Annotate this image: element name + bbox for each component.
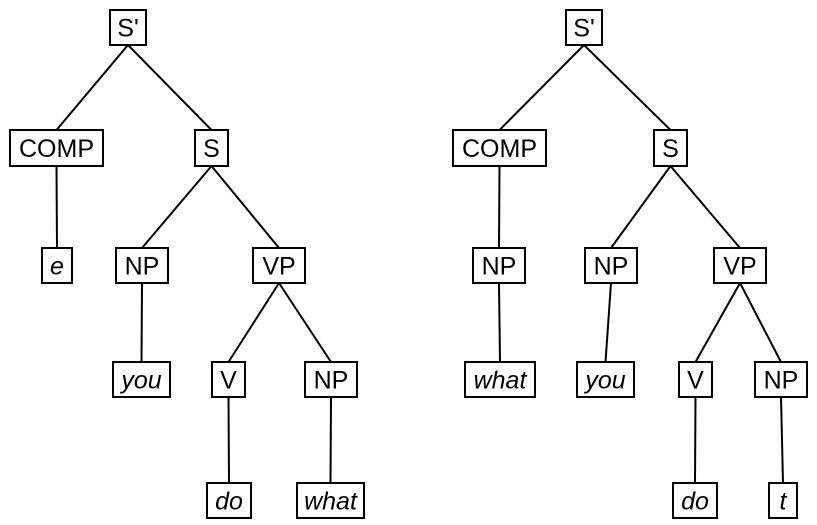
node-box-L-Sbar — [108, 8, 148, 47]
tree-node-L-NP1[interactable]: NP — [114, 246, 170, 285]
tree-edge-L-V-to-L-do — [227, 396, 230, 484]
node-box-L-S — [193, 128, 230, 168]
tree-node-R-what[interactable]: what — [463, 360, 537, 399]
tree-edge-R-VP-to-R-NP2 — [739, 282, 782, 363]
tree-node-L-you[interactable]: you — [111, 360, 172, 399]
node-label-R-Sbar: S' — [573, 15, 594, 43]
node-box-R-Sbar — [564, 8, 604, 47]
node-label-R-NP1: NP — [594, 253, 629, 281]
node-box-R-NP1 — [583, 246, 639, 285]
node-label-R-VP: VP — [723, 253, 756, 281]
node-label-R-S: S — [662, 135, 679, 163]
tree-edge-L-Sbar-to-L-COMP — [55, 44, 129, 131]
node-box-R-S — [652, 128, 689, 168]
tree-edge-R-S-to-R-VP — [669, 165, 741, 249]
tree-edge-R-Sbar-to-R-S — [583, 44, 672, 131]
node-label-L-you: you — [119, 367, 161, 395]
tree-edge-L-VP-to-L-V — [227, 282, 280, 363]
node-box-R-what — [463, 360, 537, 399]
node-label-L-NP2: NP — [314, 367, 349, 395]
tree-edge-L-COMP-to-L-e — [55, 165, 58, 249]
node-label-L-V: V — [220, 367, 237, 395]
node-label-L-S: S — [203, 135, 220, 163]
tree-node-R-NP2[interactable]: NP — [753, 360, 809, 399]
surface-structure-tree-edges — [498, 44, 784, 484]
tree-edge-R-NP1-to-R-you — [604, 282, 612, 363]
tree-edge-L-S-to-L-NP1 — [141, 165, 213, 249]
node-label-L-VP: VP — [262, 253, 295, 281]
node-label-R-what: what — [474, 367, 528, 395]
node-label-L-NP1: NP — [125, 253, 160, 281]
tree-node-L-S[interactable]: S — [193, 128, 230, 168]
tree-node-L-e[interactable]: e — [40, 246, 74, 285]
surface-structure-tree-nodes: S' COMP S NP NP VP what you V NP do t — [451, 8, 809, 520]
tree-edge-L-NP1-to-L-you — [140, 282, 143, 363]
node-box-L-V — [210, 360, 247, 399]
node-box-R-NP2 — [753, 360, 809, 399]
tree-node-L-VP[interactable]: VP — [251, 246, 307, 285]
tree-edge-L-S-to-L-VP — [210, 165, 280, 249]
node-box-R-you — [575, 360, 636, 399]
node-box-L-e — [40, 246, 74, 285]
tree-node-R-V[interactable]: V — [677, 360, 714, 399]
node-box-R-NP0 — [471, 246, 527, 285]
tree-edge-R-V-to-R-do — [694, 396, 697, 484]
tree-edge-R-Sbar-to-R-COMP — [498, 44, 585, 131]
tree-edge-R-VP-to-R-V — [694, 282, 741, 363]
node-label-R-you: you — [583, 367, 625, 395]
node-box-L-COMP — [8, 128, 105, 168]
node-label-R-NP2: NP — [764, 367, 799, 395]
tree-node-R-VP[interactable]: VP — [712, 246, 768, 285]
tree-node-L-COMP[interactable]: COMP — [8, 128, 105, 168]
node-box-L-you — [111, 360, 172, 399]
node-label-L-do: do — [215, 488, 243, 516]
tree-node-L-Sbar[interactable]: S' — [108, 8, 148, 47]
node-box-R-COMP — [451, 128, 548, 168]
node-box-L-VP — [251, 246, 307, 285]
tree-node-L-V[interactable]: V — [210, 360, 247, 399]
tree-edge-L-VP-to-L-NP2 — [278, 282, 332, 363]
node-label-L-Sbar: S' — [117, 15, 138, 43]
deep-structure-tree-edges — [55, 44, 332, 484]
tree-node-R-S[interactable]: S — [652, 128, 689, 168]
node-label-R-NP0: NP — [482, 253, 517, 281]
tree-node-R-Sbar[interactable]: S' — [564, 8, 604, 47]
node-box-R-t — [767, 481, 799, 520]
tree-edge-L-NP2-to-L-what — [329, 396, 332, 484]
node-label-R-V: V — [687, 367, 704, 395]
tree-node-R-t[interactable]: t — [767, 481, 799, 520]
tree-node-L-what[interactable]: what — [295, 481, 366, 520]
node-box-L-do — [205, 481, 253, 520]
node-label-L-what: what — [304, 488, 358, 516]
node-box-L-NP2 — [303, 360, 359, 399]
tree-edge-R-NP0-to-R-what — [498, 282, 501, 363]
tree-edge-R-NP2-to-R-t — [780, 396, 784, 484]
tree-node-R-NP0[interactable]: NP — [471, 246, 527, 285]
tree-node-R-you[interactable]: you — [575, 360, 636, 399]
node-label-L-e: e — [50, 253, 64, 281]
node-box-R-VP — [712, 246, 768, 285]
tree-node-L-NP2[interactable]: NP — [303, 360, 359, 399]
tree-node-R-do[interactable]: do — [671, 481, 719, 520]
node-box-R-V — [677, 360, 714, 399]
node-label-L-COMP: COMP — [19, 135, 94, 163]
node-label-R-t: t — [780, 488, 788, 516]
node-box-L-what — [295, 481, 366, 520]
tree-node-L-do[interactable]: do — [205, 481, 253, 520]
tree-node-R-COMP[interactable]: COMP — [451, 128, 548, 168]
node-label-R-COMP: COMP — [462, 135, 537, 163]
tree-edge-R-COMP-to-R-NP0 — [498, 165, 501, 249]
edges-layer — [55, 44, 784, 484]
node-label-R-do: do — [681, 488, 709, 516]
tree-node-R-NP1[interactable]: NP — [583, 246, 639, 285]
tree-edge-L-Sbar-to-L-S — [127, 44, 213, 131]
node-box-R-do — [671, 481, 719, 520]
node-box-L-NP1 — [114, 246, 170, 285]
tree-edge-R-S-to-R-NP1 — [610, 165, 672, 249]
